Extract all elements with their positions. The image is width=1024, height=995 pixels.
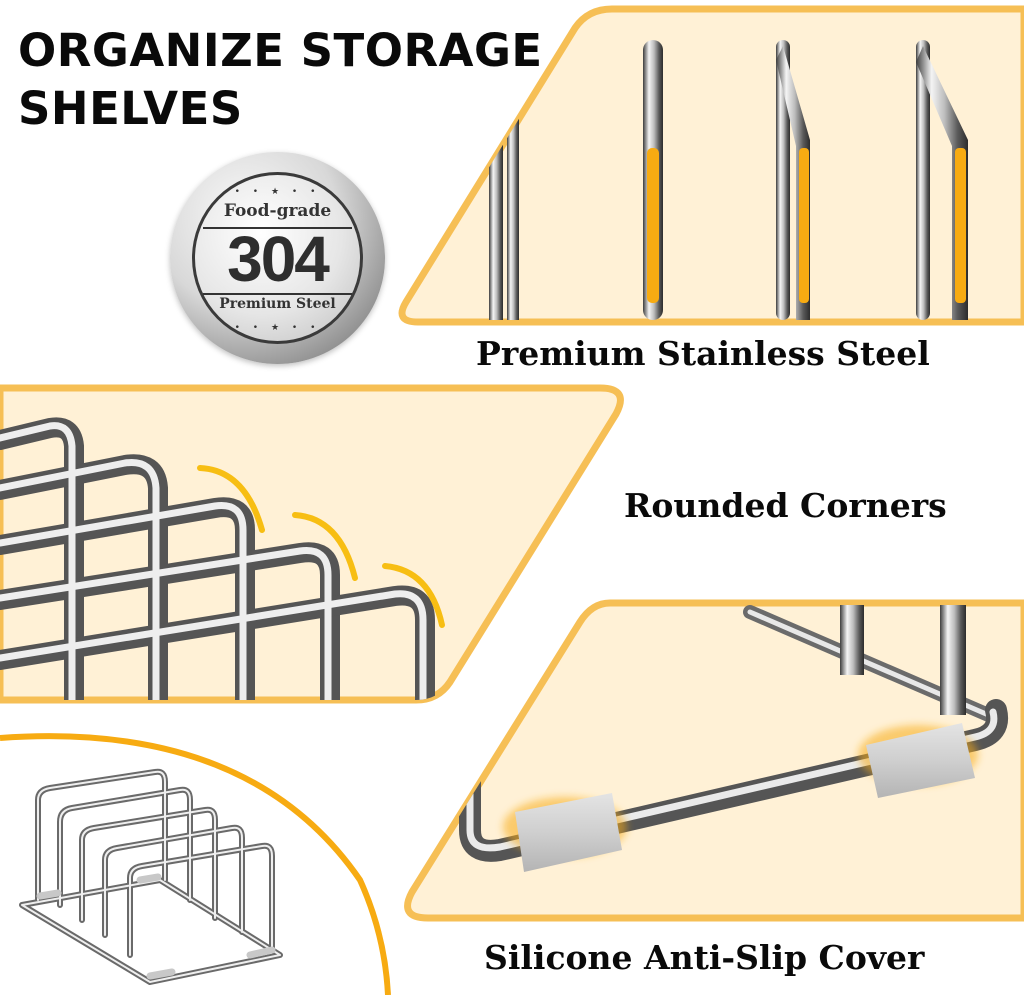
badge-number: 304 xyxy=(227,223,330,295)
panel-premium-steel xyxy=(398,5,1024,326)
silicone-cover-left xyxy=(503,793,627,872)
caption-premium-stainless-steel: Premium Stainless Steel xyxy=(476,334,930,373)
headline-line-2: SHELVES xyxy=(18,82,243,135)
silicone-cover-right xyxy=(858,723,978,798)
caption-rounded-corners: Rounded Corners xyxy=(624,486,947,525)
panel-anti-slip xyxy=(404,599,1024,922)
badge-divider xyxy=(203,227,352,229)
badge-inner-ring: • • ★ • • Food-grade 304 Premium Steel •… xyxy=(192,172,363,344)
badge-stars-bottom-icon: • • ★ • • xyxy=(234,323,321,333)
panel-rounded-corners xyxy=(0,384,624,704)
badge-stars-top-icon: • • ★ • • xyxy=(234,187,321,197)
badge-bottom-text: Premium Steel xyxy=(219,296,336,312)
panel-product-overview xyxy=(0,733,391,995)
headline: ORGANIZE STORAGE SHELVES xyxy=(18,22,543,138)
product-rack-illustration xyxy=(19,768,283,985)
badge-divider xyxy=(203,293,352,295)
headline-line-1: ORGANIZE STORAGE xyxy=(18,24,543,77)
caption-silicone-anti-slip-cover: Silicone Anti-Slip Cover xyxy=(484,938,925,977)
food-grade-304-badge: • • ★ • • Food-grade 304 Premium Steel •… xyxy=(170,152,385,364)
badge-top-text: Food-grade xyxy=(223,201,332,221)
